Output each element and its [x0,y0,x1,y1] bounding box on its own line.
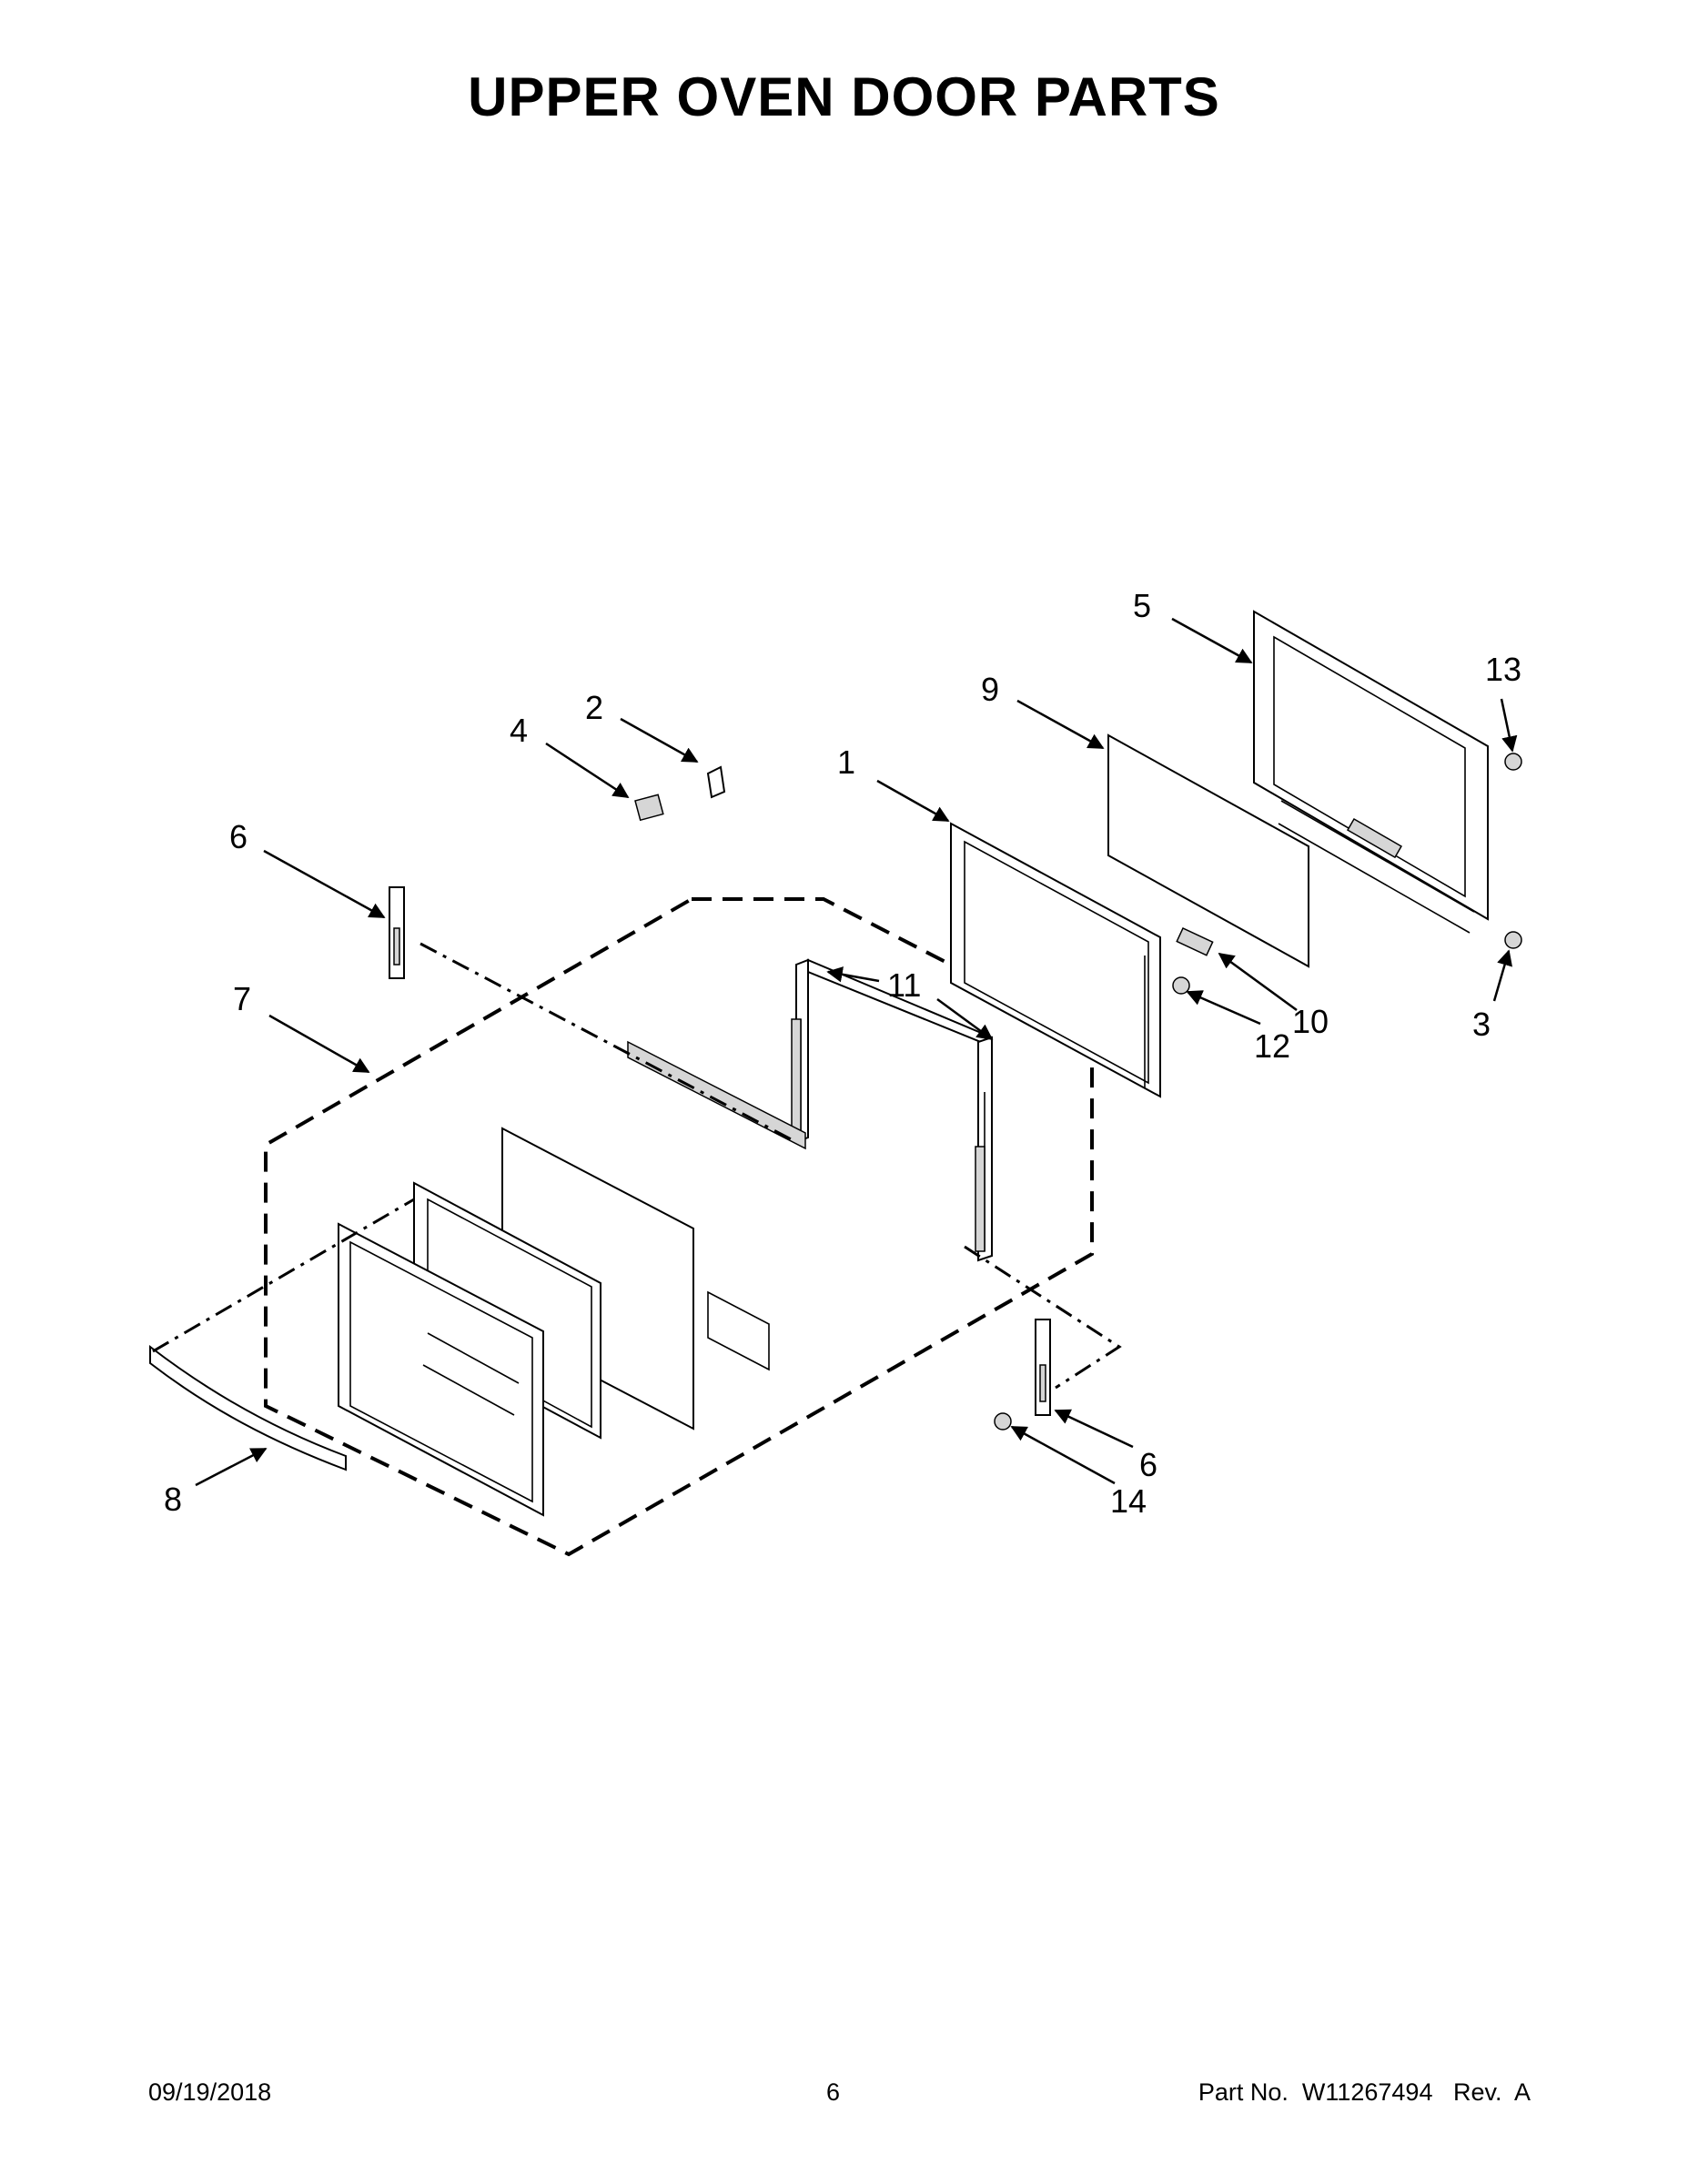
callout-arrow-1 [876,779,950,823]
callout-label: 14 [1110,1482,1147,1520]
glass-panel-part [1107,733,1309,968]
footer-date: 09/19/2018 [148,2078,272,2106]
hinge-part-left [389,886,405,979]
footer-page-number: 6 [826,2078,841,2106]
inner-glass-slot [707,1290,770,1371]
callout-label: 5 [1133,587,1151,624]
callout-arrow-13 [1500,698,1518,753]
callout-arrow-14 [1010,1425,1116,1485]
callout-arrow-3 [1492,949,1513,1002]
callout-label: 6 [229,818,248,855]
screw-part-14 [994,1412,1012,1431]
callout-label: 2 [585,689,603,726]
callout-arrow-6-right [1054,1409,1134,1449]
callout-label: 9 [981,671,999,708]
clip-part-2 [706,765,726,799]
screw-part-13 [1504,753,1522,771]
callout-arrow-9 [1016,699,1105,750]
callout-arrow-6-left [263,849,386,919]
alignment-line-upper [419,942,797,1144]
footer-part-number: Part No. W11267494 Rev. A [1198,2078,1531,2106]
callout-label: 10 [1292,1003,1329,1040]
callout-label: 12 [1254,1027,1290,1065]
screw-part-3 [1504,931,1522,949]
outer-door-frame-part [1253,610,1489,934]
alignment-line-handle [152,1198,415,1353]
door-handle-part [149,1344,347,1471]
alignment-line-lower [964,1245,1122,1390]
assembly-boundary-dashed [264,897,1094,1557]
door-channel-frame-part [791,958,993,1262]
callout-label: 13 [1485,651,1521,688]
callout-arrow-12 [1186,990,1261,1026]
callout-label: 6 [1139,1446,1157,1483]
callout-arrow-11 [826,966,880,983]
hinge-part-right [1035,1319,1051,1416]
callout-label: 8 [164,1481,182,1518]
callout-label: 7 [233,980,251,1017]
latch-bracket-part-4 [634,794,664,822]
callout-arrow-11b [936,997,994,1041]
callout-arrow-8 [195,1447,268,1487]
callout-label: 1 [837,743,855,781]
screw-part-12 [1172,976,1190,995]
callout-arrow-5 [1171,617,1253,664]
inner-door-frame-part [950,822,1161,1098]
callout-arrow-7 [268,1014,370,1074]
callout-arrow-4 [545,742,630,799]
bracket-part-10 [1176,927,1214,956]
callout-arrow-10 [1218,952,1298,1012]
callout-label: 11 [887,966,921,1004]
page-title: UPPER OVEN DOOR PARTS [468,66,1220,127]
callout-arrow-2 [620,717,699,763]
outer-door-glass-part [338,1222,544,1517]
callout-label: 3 [1472,1006,1491,1043]
callout-label: 4 [510,712,528,749]
